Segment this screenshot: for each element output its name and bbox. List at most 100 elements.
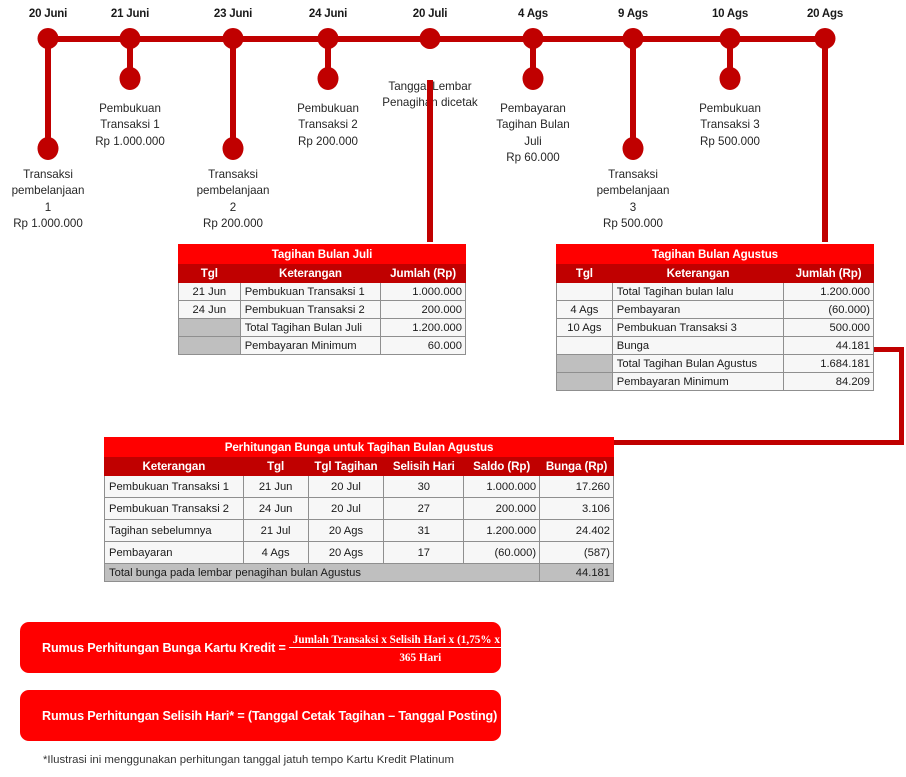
timeline-label-line: Transaksi (23, 168, 73, 181)
table-title-row: Tagihan Bulan Juli (178, 244, 466, 264)
cell-bunga-rp-: 17.260 (539, 475, 614, 498)
cell-selisih-hari: 27 (383, 497, 465, 520)
timeline-label-line: Transaksi 1 (100, 118, 160, 132)
cell-keterangan: Pembukuan Transaksi 2 (239, 300, 382, 319)
total-value: 44.181 (539, 563, 614, 582)
cell-tgl: 21 Jul (242, 519, 309, 542)
cell-saldo-rp-: 1.200.000 (463, 519, 541, 542)
timeline-label-line: Pembukuan (99, 102, 161, 115)
timeline-label-line: pembelanjaan (11, 184, 85, 198)
col-header-jumlah: Jumlah (Rp) (783, 263, 874, 283)
timeline-stem (230, 38, 236, 148)
cell-keterangan: Pembukuan Transaksi 3 (611, 318, 785, 337)
timeline-date-label: 10 Ags (711, 8, 749, 20)
cell-jumlah: 44.181 (783, 336, 874, 355)
cell-selisih-hari: 31 (383, 519, 465, 542)
connector-bunga-horizontal-bottom (605, 440, 904, 445)
table-title-row: Tagihan Bulan Agustus (556, 244, 874, 264)
cell-keterangan: Pembayaran Minimum (611, 372, 785, 391)
timeline-marker-dot (119, 67, 141, 90)
timeline-label-line: Pembayaran (500, 102, 566, 115)
cell-keterangan: Pembayaran Minimum (239, 336, 382, 355)
cell-jumlah: 60.000 (380, 336, 466, 355)
formula-bunga-label: Rumus Perhitungan Bunga Kartu Kredit = (42, 640, 286, 655)
cell-tgl-tagihan: 20 Jul (307, 475, 385, 498)
timeline-date-label: 21 Juni (110, 8, 150, 20)
table-tagihan-agustus: Tagihan Bulan Agustus Tgl Keterangan Jum… (556, 244, 874, 391)
table-title-row: Perhitungan Bunga untuk Tagihan Bulan Ag… (104, 437, 614, 457)
col-header-saldo: Saldo (Rp) (463, 456, 541, 476)
cell-keterangan: Bunga (611, 336, 785, 355)
cell-jumlah: 1.000.000 (380, 282, 466, 301)
cell-tgl (556, 336, 613, 355)
cell-jumlah: 500.000 (783, 318, 874, 337)
timeline-marker-dot (622, 137, 644, 160)
cell-tgl: 24 Jun (178, 300, 241, 319)
formula-bunga-fraction: Jumlah Transaksi x Selisih Hari x (1,75%… (288, 630, 552, 666)
col-header-tgl: Tgl (556, 263, 613, 283)
table-title: Tagihan Bulan Agustus (556, 244, 874, 264)
timeline-stem (127, 38, 133, 78)
timeline-date-label: 4 Ags (518, 8, 548, 20)
timeline-stem (630, 38, 636, 148)
cell-tgl (178, 318, 241, 337)
cell-jumlah: 1.684.181 (783, 354, 874, 373)
cell-selisih-hari: 17 (383, 541, 465, 564)
timeline-label-line: Transaksi (608, 168, 658, 181)
timeline-label-line: Pembukuan (297, 102, 359, 115)
cell-bunga-rp-: (587) (539, 541, 614, 564)
cell-bunga-rp-: 3.106 (539, 497, 614, 520)
cell-tgl: 4 Ags (242, 541, 309, 564)
cell-saldo-rp-: 1.000.000 (463, 475, 541, 498)
cell-tgl (178, 336, 241, 355)
cell-keterangan: Total Tagihan bulan lalu (611, 282, 785, 301)
timeline-marker-dot (317, 67, 339, 90)
table-header-row: Tgl Keterangan Jumlah (Rp) (556, 263, 874, 283)
timeline-label-line: pembelanjaan (596, 184, 670, 198)
cell-jumlah: 1.200.000 (783, 282, 874, 301)
total-label: Total bunga pada lembar penagihan bulan … (103, 563, 541, 582)
table-header-row: Keterangan Tgl Tgl Tagihan Selisih Hari … (104, 456, 614, 476)
timeline-date-label: 9 Ags (618, 8, 648, 20)
cell-saldo-rp-: 200.000 (463, 497, 541, 520)
cell-keterangan: Total Tagihan Bulan Juli (239, 318, 382, 337)
timeline-label-line: Rp 500.000 (603, 217, 663, 231)
cell-tgl-tagihan: 20 Ags (307, 519, 385, 542)
connector-bunga-vertical (899, 347, 904, 445)
timeline-stem (325, 38, 331, 78)
cell-keterangan: Pembukuan Transaksi 1 (239, 282, 382, 301)
formula-box-bunga: Rumus Perhitungan Bunga Kartu Kredit = J… (20, 622, 552, 673)
formula-box-selisih-hari: Rumus Perhitungan Selisih Hari* = (Tangg… (20, 690, 545, 741)
timeline-label-line: 3 (629, 200, 637, 214)
cell-jumlah: 84.209 (783, 372, 874, 391)
cell-keterangan: Pembayaran (611, 300, 785, 319)
cell-saldo-rp-: (60.000) (463, 541, 541, 564)
timeline-date-label: 20 Juli (412, 8, 448, 20)
timeline-label-line: pembelanjaan (196, 184, 270, 198)
col-header-keterangan: Keterangan (611, 263, 785, 283)
timeline-label-line: Juli (524, 134, 542, 148)
connector-juli (427, 80, 433, 242)
timeline-stem (45, 38, 51, 148)
timeline-marker-dot (222, 137, 244, 160)
timeline-label-line: 1 (44, 200, 52, 214)
cell-tgl: 24 Jun (242, 497, 309, 520)
cell-bunga-rp-: 24.402 (539, 519, 614, 542)
timeline-node-label: Transaksi pembelanjaan 3 Rp 500.000 (597, 167, 670, 233)
timeline-label-line: Rp 500.000 (700, 134, 760, 148)
table-title: Perhitungan Bunga untuk Tagihan Bulan Ag… (104, 437, 614, 457)
timeline-stem (530, 38, 536, 78)
